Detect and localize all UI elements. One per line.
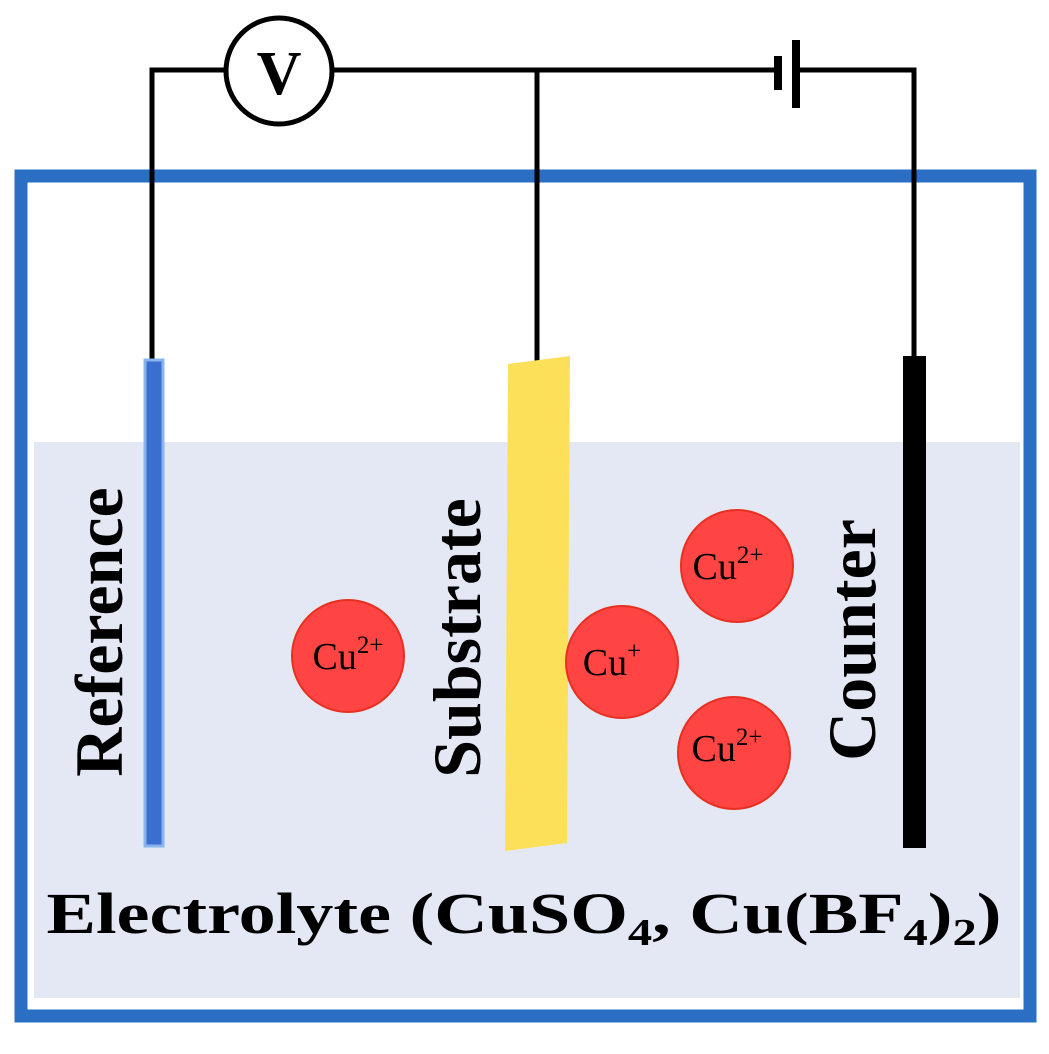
voltmeter-circle	[223, 15, 335, 127]
ion-circle	[565, 605, 679, 719]
reference-label: Reference	[61, 487, 137, 776]
voltmeter-symbol: V	[257, 40, 302, 108]
ion-circle	[291, 599, 405, 713]
circuit-wires	[149, 67, 917, 372]
substrate-label: Substrate	[419, 498, 495, 778]
ion-label: Cu2+	[693, 542, 764, 588]
ion-circle	[680, 509, 794, 623]
ion-label: Cu+	[583, 638, 641, 684]
reference-wire	[149, 67, 226, 368]
substrate-electrode	[505, 356, 570, 851]
ion-cu2plus-left: Cu2+	[291, 599, 405, 713]
ion-label: Cu2+	[313, 632, 384, 678]
ion-label: Cu2+	[692, 724, 763, 770]
counter-wire	[794, 67, 917, 358]
counter-electrode	[903, 356, 926, 848]
battery-icon	[774, 40, 800, 108]
ion-cu2plus-upper-right: Cu2+	[680, 509, 794, 623]
ion-circle	[677, 696, 791, 810]
cell-tank	[14, 169, 1037, 1023]
counter-label: Counter	[814, 519, 890, 761]
ion-cuplus: Cu+	[565, 605, 679, 719]
voltmeter: V	[223, 15, 335, 127]
ion-cu2plus-lower-right: Cu2+	[677, 696, 791, 810]
reference-electrode	[143, 358, 165, 848]
